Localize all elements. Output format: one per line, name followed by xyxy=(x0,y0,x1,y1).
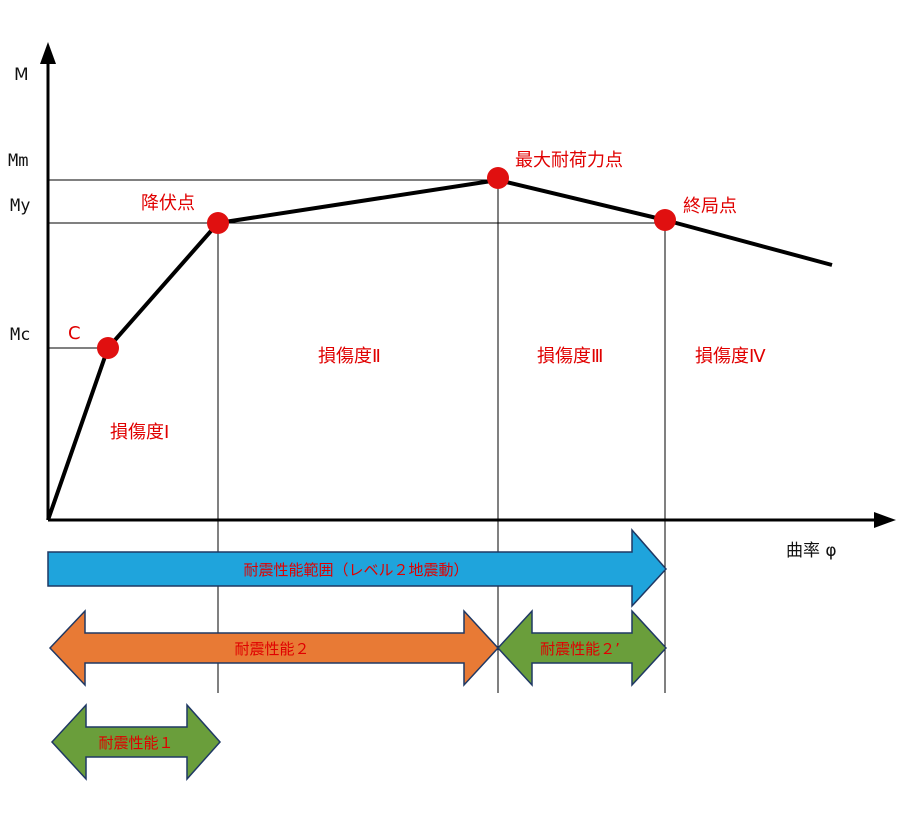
perf2-arrow-label: 耐震性能２ xyxy=(234,640,309,658)
label-c: C xyxy=(68,323,81,344)
label-max: 最大耐荷力点 xyxy=(515,150,623,171)
perf2p-arrow-label: 耐震性能２’ xyxy=(540,640,620,658)
y-axis-arrowhead xyxy=(40,42,56,64)
tick-mm: Mm xyxy=(8,151,28,171)
zone-4-label: 損傷度Ⅳ xyxy=(695,346,766,367)
perf1-arrow xyxy=(50,703,222,781)
tick-mc: Mc xyxy=(10,325,30,345)
zone-1-label: 損傷度Ⅰ xyxy=(110,422,169,443)
marker-c xyxy=(97,337,119,359)
zone-2-label: 損傷度Ⅱ xyxy=(318,346,381,367)
marker-yield xyxy=(207,212,229,234)
label-ultimate: 終局点 xyxy=(683,196,737,217)
y-axis-label: M xyxy=(14,65,29,85)
label-yield: 降伏点 xyxy=(141,193,195,214)
x-axis-label: 曲率 φ xyxy=(786,541,837,561)
range-arrow-label: 耐震性能範囲（レベル２地震動） xyxy=(243,561,468,579)
marker-max xyxy=(487,167,509,189)
range-arrow xyxy=(47,527,668,608)
perf2p-arrow xyxy=(496,609,668,687)
zone-3-label: 損傷度Ⅲ xyxy=(537,346,603,367)
perf1-arrow-label: 耐震性能１ xyxy=(98,734,173,752)
moment-curvature-curve xyxy=(46,178,833,521)
tick-my: My xyxy=(10,196,30,216)
x-axis-arrowhead xyxy=(874,512,896,528)
marker-ultimate xyxy=(654,209,676,231)
